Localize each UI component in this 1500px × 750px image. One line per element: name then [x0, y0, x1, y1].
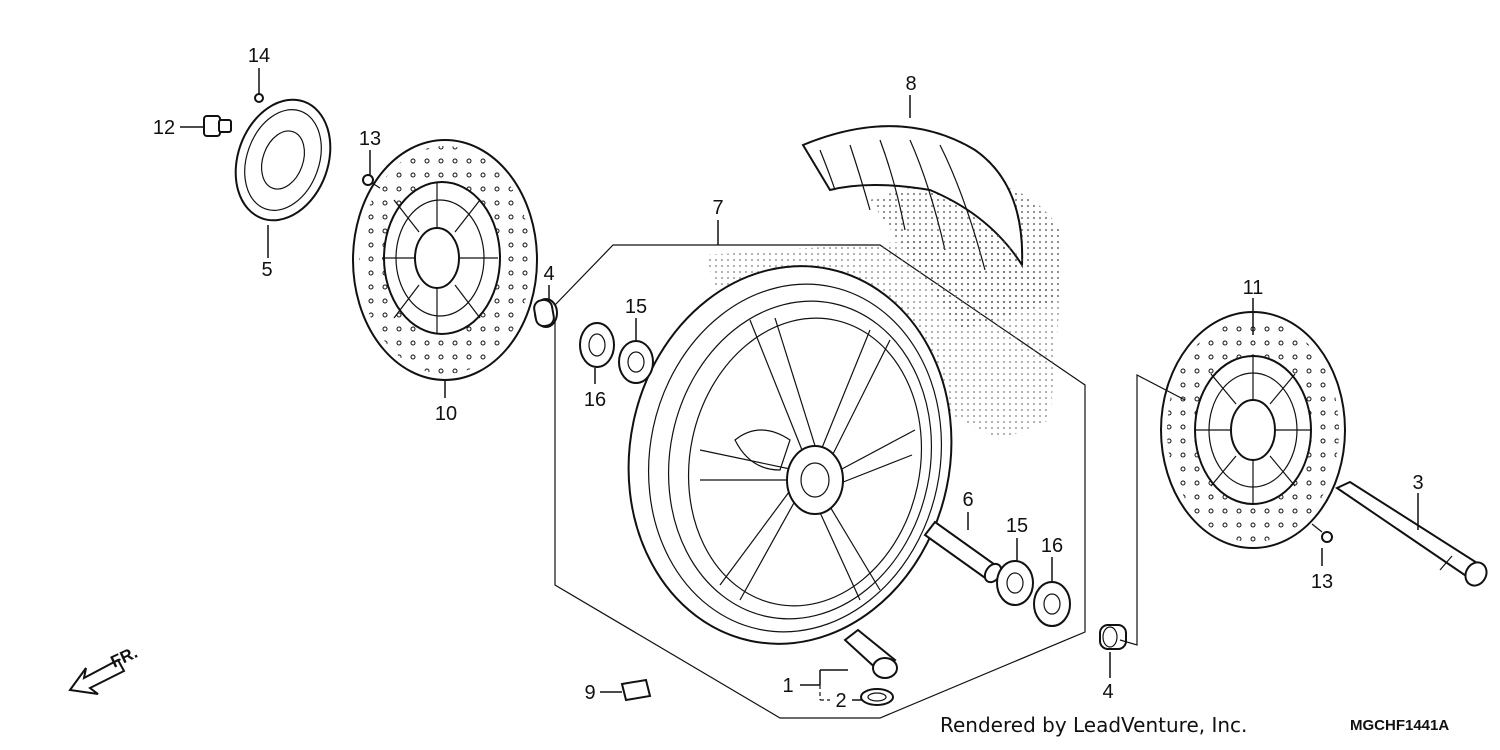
collar-part-4-left[interactable]	[533, 298, 558, 328]
axle-part-3[interactable]	[1334, 480, 1491, 589]
callout-4-right: 4	[1102, 681, 1113, 703]
front-direction-arrow-icon: FR.	[68, 643, 141, 695]
callout-14: 14	[248, 45, 270, 67]
collar-part-4-right[interactable]	[1099, 624, 1127, 650]
screw-part-13-left[interactable]	[362, 174, 381, 189]
render-credit: Rendered by LeadVenture, Inc.	[940, 713, 1247, 737]
screw-part-14[interactable]	[254, 93, 264, 103]
oil-seal-part-15-left[interactable]	[618, 340, 654, 384]
balance-weight-part-9[interactable]	[620, 678, 652, 702]
callout-15-right: 15	[1006, 515, 1028, 537]
distance-collar-part-6[interactable]	[923, 520, 1004, 585]
callout-16-right: 16	[1041, 535, 1063, 557]
diagram-code: MGCHF1441A	[1350, 717, 1449, 734]
brake-disc-left-part-10[interactable]	[352, 139, 538, 381]
callout-6: 6	[962, 489, 973, 511]
valve-part-1[interactable]	[843, 628, 898, 679]
callout-2: 2	[835, 690, 846, 712]
bolt-part-12[interactable]	[203, 115, 232, 137]
disc-11-bracket	[1119, 374, 1186, 646]
callout-13-left: 13	[359, 128, 381, 150]
screw-part-13-right[interactable]	[1311, 523, 1333, 543]
callout-12: 12	[153, 117, 175, 139]
callout-9: 9	[584, 682, 595, 704]
wheel-part-7[interactable]	[594, 236, 986, 674]
callout-15-left: 15	[625, 296, 647, 318]
callout-1: 1	[782, 675, 793, 697]
callout-7: 7	[712, 197, 723, 219]
leader-lines	[180, 68, 1419, 701]
callout-10: 10	[435, 403, 457, 425]
brake-disc-right-part-11[interactable]	[1160, 311, 1346, 549]
callout-8: 8	[905, 73, 916, 95]
callout-16-left: 16	[584, 389, 606, 411]
bearing-part-16-right[interactable]	[1033, 581, 1071, 627]
callout-13-right: 13	[1311, 571, 1333, 593]
callout-3: 3	[1412, 472, 1423, 494]
callout-4-left: 4	[543, 263, 554, 285]
bearing-part-16-left[interactable]	[579, 322, 615, 368]
callout-11: 11	[1243, 277, 1264, 299]
callout-5: 5	[261, 259, 272, 281]
pulser-ring-part-5[interactable]	[220, 86, 347, 233]
o-ring-part-2[interactable]	[860, 688, 894, 706]
oil-seal-part-15-right[interactable]	[996, 560, 1034, 606]
